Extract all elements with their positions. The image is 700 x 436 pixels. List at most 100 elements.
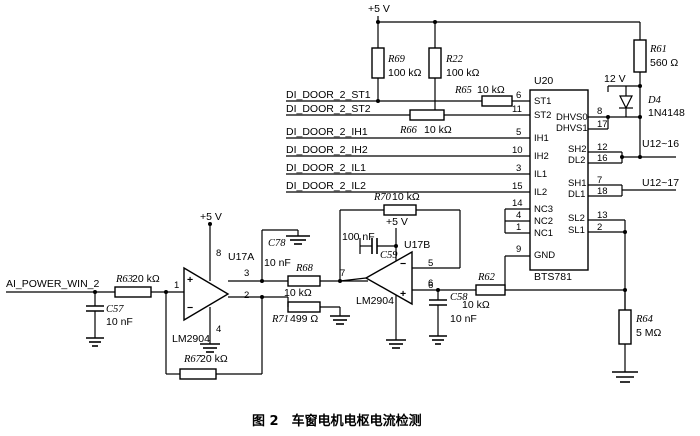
pin-name-st2: ST2 xyxy=(534,110,551,121)
pin-num-10: 10 xyxy=(512,145,523,156)
resistor-r67: R67 20 kΩ xyxy=(164,290,263,380)
pin-num-4: 4 xyxy=(516,210,521,221)
resistor-r70: R70 10 kΩ xyxy=(340,191,461,268)
vcc-opamp1-label: +5 V xyxy=(200,211,222,223)
pin-num-14: 14 xyxy=(512,198,523,209)
figure-caption: 图 2 车窗电机电枢电流检测 xyxy=(252,413,422,429)
u17b-node-6: 6 xyxy=(428,280,433,291)
pin-name-ih2: IH2 xyxy=(534,151,549,162)
c57-value: 10 nF xyxy=(106,316,133,328)
pin-num-2: 2 xyxy=(597,222,602,233)
opamp-u17b: − + U17B LM2904 7 5 6 +5 V xyxy=(340,216,433,349)
resistor-r68: R68 10 kΩ xyxy=(284,263,368,299)
r64-ref: R64 xyxy=(635,314,654,325)
resistor-r66: R66 10 kΩ xyxy=(399,124,452,136)
r69-ref: R69 xyxy=(387,54,406,65)
r66-value: 10 kΩ xyxy=(424,124,452,136)
pin-name-gnd: GND xyxy=(534,250,555,261)
c58-ref: C58 xyxy=(450,292,468,303)
pin-num-5: 5 xyxy=(516,127,521,138)
vcc-top-label: +5 V xyxy=(368,3,390,15)
pin-name-sh2: SH2 xyxy=(568,144,586,155)
c57-ref: C57 xyxy=(106,304,124,315)
r22-value: 100 kΩ xyxy=(446,67,480,79)
resistor-r65: R65 10 kΩ xyxy=(454,84,513,107)
pin-name-nc3: NC3 xyxy=(534,204,553,215)
resistor-r69: R69 100 kΩ xyxy=(371,22,422,95)
r70-ref: R70 xyxy=(373,192,392,203)
pin-num-9: 9 xyxy=(516,244,521,255)
r22-ref: R22 xyxy=(445,54,464,65)
r64-value: 5 MΩ xyxy=(636,327,662,339)
output-u12-17: U12~17 xyxy=(642,177,679,189)
input-label: AI_POWER_WIN_2 xyxy=(6,278,100,290)
r67-value: 20 kΩ xyxy=(200,353,228,365)
pin-num-16: 16 xyxy=(597,153,608,164)
capacitor-c57: C57 10 nF xyxy=(86,292,133,347)
pin-name-nc2: NC2 xyxy=(534,216,553,227)
r70-value: 10 kΩ xyxy=(392,191,420,203)
c59-ref: C59 xyxy=(380,250,398,261)
u17a-pin-neg: 2 xyxy=(244,290,249,301)
pin-num-6: 6 xyxy=(516,90,521,101)
resistor-r64: R64 5 MΩ xyxy=(618,288,662,345)
vcc-opamp2-label: +5 V xyxy=(386,216,408,228)
pin-name-st1: ST1 xyxy=(534,96,551,107)
ground-r64 xyxy=(612,371,638,383)
r66-ref: R66 xyxy=(399,125,418,136)
v12-label: 12 V xyxy=(604,73,626,85)
signal-lines: DI_DOOR_2_ST1 DI_DOOR_2_ST2 DI_DOOR_2_IH… xyxy=(286,89,530,193)
signal-st2: DI_DOOR_2_ST2 xyxy=(286,103,371,115)
chip-ref: U20 xyxy=(534,75,553,87)
u17a-pin-out: 1 xyxy=(174,280,179,291)
pin-num-1: 1 xyxy=(516,222,521,233)
pin-name-sl1: SL1 xyxy=(568,225,585,236)
r68-value: 10 kΩ xyxy=(284,287,312,299)
output-u12-16: U12~16 xyxy=(642,138,679,150)
d4-value: 1N4148 xyxy=(648,107,685,119)
chip-part: BTS781 xyxy=(534,271,572,283)
opamp-u17a: + − U17A LM2904 1 3 2 8 4 +5 V xyxy=(172,211,254,353)
u17a-plus: + xyxy=(187,274,193,286)
pin-name-nc1: NC1 xyxy=(534,228,553,239)
pin-name-sh1: SH1 xyxy=(568,178,586,189)
u17b-plus: + xyxy=(400,288,406,300)
resistor-r61: R61 560 Ω xyxy=(633,22,678,157)
r62-ref: R62 xyxy=(477,272,496,283)
pin-num-8: 8 xyxy=(597,106,602,117)
signal-il1: DI_DOOR_2_IL1 xyxy=(286,162,366,174)
u17a-pin-vcc: 8 xyxy=(216,248,221,259)
pin-name-dhvs1: DHVS1 xyxy=(556,123,588,134)
chip-u20: U20 BTS781 ST1 ST2 IH1 IH2 IL1 IL2 NC3 N… xyxy=(504,75,608,283)
d4-ref: D4 xyxy=(647,95,662,106)
r71-ref: R71 xyxy=(271,314,289,325)
pin-name-dl1: DL1 xyxy=(568,189,585,200)
pin-num-18: 18 xyxy=(597,186,608,197)
u17a-ref: U17A xyxy=(228,251,254,263)
u17b-ref: U17B xyxy=(404,239,430,251)
pin-name-il2: IL2 xyxy=(534,187,547,198)
pin-name-dl2: DL2 xyxy=(568,155,585,166)
u17a-part: LM2904 xyxy=(172,333,210,345)
signal-il2: DI_DOOR_2_IL2 xyxy=(286,180,366,192)
capacitor-c58: C58 10 nF xyxy=(429,290,477,345)
pin-num-13: 13 xyxy=(597,210,608,221)
u17a-pin-pos: 3 xyxy=(244,268,249,279)
r63-ref: R63 xyxy=(115,274,133,285)
u17b-minus: − xyxy=(400,258,406,270)
u17a-minus: − xyxy=(187,302,193,314)
r68-ref: R68 xyxy=(295,263,314,274)
u17b-part: LM2904 xyxy=(356,295,394,307)
r71-value: 499 Ω xyxy=(290,313,318,325)
u17b-pin-out: 7 xyxy=(340,268,345,279)
c58-value: 10 nF xyxy=(450,313,477,325)
r61-ref: R61 xyxy=(649,44,667,55)
vcc-top: +5 V xyxy=(368,3,640,24)
pin-name-ih1: IH1 xyxy=(534,133,549,144)
pin-num-17: 17 xyxy=(597,119,608,130)
r65-ref: R65 xyxy=(454,85,472,96)
c59-value: 100 nF xyxy=(342,231,375,243)
r63-value: 20 kΩ xyxy=(132,273,160,285)
